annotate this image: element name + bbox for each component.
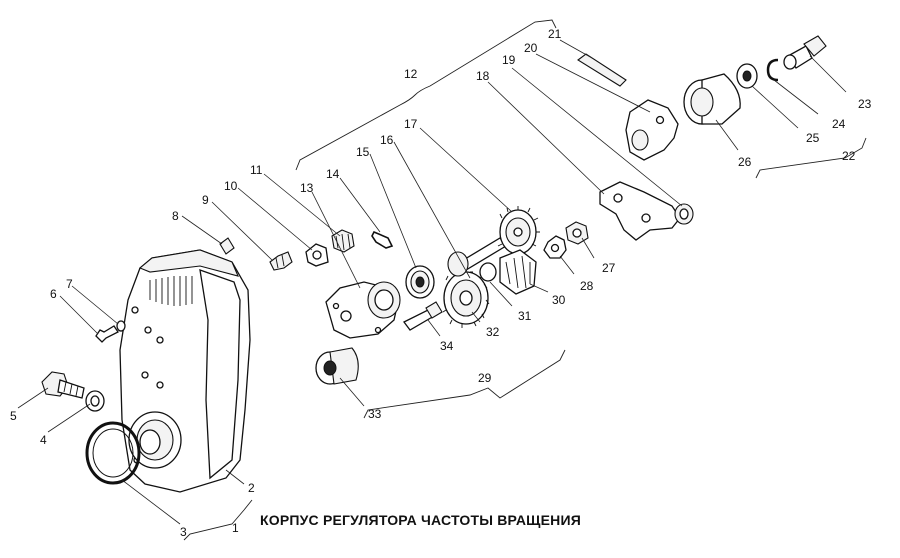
label-17: 17 <box>404 117 418 131</box>
label-32: 32 <box>486 325 500 339</box>
bracket-29 <box>363 349 566 419</box>
label-9: 9 <box>202 193 209 207</box>
diagram-title: КОРПУС РЕГУЛЯТОРА ЧАСТОТЫ ВРАЩЕНИЯ <box>260 512 581 528</box>
label-5: 5 <box>10 409 17 423</box>
bolt <box>41 371 85 399</box>
label-29: 29 <box>478 371 492 385</box>
label-2: 2 <box>248 481 255 495</box>
label-19: 19 <box>502 53 516 67</box>
label-30: 30 <box>552 293 566 307</box>
label-26: 26 <box>738 155 752 169</box>
label-22: 22 <box>842 149 856 163</box>
label-33: 33 <box>368 407 382 421</box>
label-1: 1 <box>232 521 239 535</box>
label-4: 4 <box>40 433 47 447</box>
label-28: 28 <box>580 279 594 293</box>
washer <box>85 390 105 412</box>
governor-weights <box>499 249 537 295</box>
hex-nut <box>565 221 589 245</box>
governor-lever <box>599 181 681 241</box>
ball-bearing <box>405 265 435 299</box>
bracket-22 <box>755 137 867 179</box>
dowel-pin <box>219 237 235 255</box>
weight-pin <box>479 262 497 282</box>
label-6: 6 <box>50 287 57 301</box>
label-12: 12 <box>404 67 418 81</box>
adjusting-screw <box>269 251 293 271</box>
bracket-bolt <box>403 301 443 331</box>
label-18: 18 <box>476 69 490 83</box>
label-31: 31 <box>518 309 532 323</box>
label-27: 27 <box>602 261 616 275</box>
label-16: 16 <box>380 133 394 147</box>
label-15: 15 <box>356 145 370 159</box>
flanged-bushing <box>315 347 359 385</box>
sleeve <box>683 73 741 125</box>
label-13: 13 <box>300 181 314 195</box>
label-10: 10 <box>224 179 238 193</box>
adjusting-nut <box>331 229 355 253</box>
small-washer <box>116 320 126 332</box>
axle-pin <box>577 53 627 87</box>
o-ring <box>85 421 141 485</box>
label-25: 25 <box>806 131 820 145</box>
lever-roller <box>674 203 694 225</box>
part-labels: 1 2 3 4 5 6 7 8 9 10 11 12 13 14 15 16 1… <box>10 27 872 539</box>
shaft <box>447 237 507 277</box>
spring-washer <box>736 63 758 89</box>
governor-housing <box>119 249 251 493</box>
label-3: 3 <box>180 525 187 539</box>
label-21: 21 <box>548 27 562 41</box>
label-24: 24 <box>832 117 846 131</box>
plug-screw <box>783 35 827 70</box>
small-screw <box>95 325 119 343</box>
driven-gear <box>497 206 540 257</box>
leader-lines <box>17 39 847 525</box>
bracket-12 <box>295 19 557 171</box>
label-20: 20 <box>524 41 538 55</box>
label-11: 11 <box>250 163 263 177</box>
bracket-1 <box>183 499 253 541</box>
label-14: 14 <box>326 167 340 181</box>
retaining-ring <box>766 58 779 82</box>
star-washer <box>543 235 567 259</box>
spring-clip <box>371 230 394 249</box>
label-7: 7 <box>66 277 73 291</box>
label-23: 23 <box>858 97 872 111</box>
lever-bracket-top <box>625 99 679 161</box>
label-8: 8 <box>172 209 179 223</box>
lever-bracket <box>325 281 401 339</box>
label-34: 34 <box>440 339 454 353</box>
drive-gear <box>442 269 490 328</box>
